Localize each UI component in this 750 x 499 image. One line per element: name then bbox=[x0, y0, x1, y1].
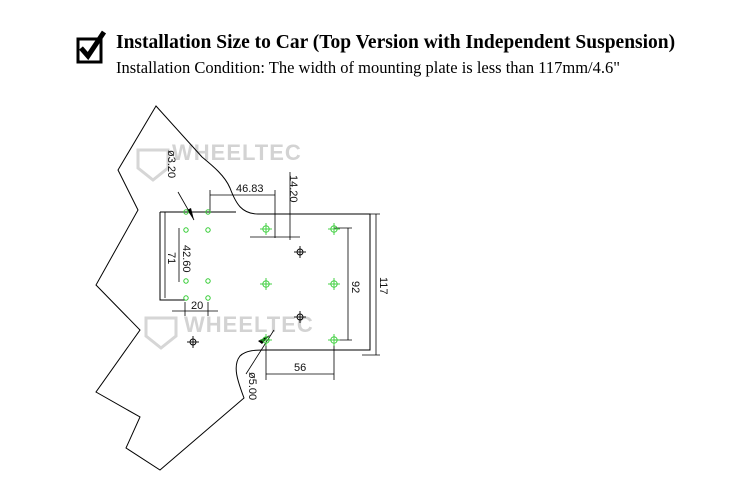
dim-hole-small: ø3.20 bbox=[165, 150, 177, 178]
watermark-bottom: WHEELTEC bbox=[144, 312, 314, 350]
page-subtitle: Installation Condition: The width of mou… bbox=[116, 58, 620, 77]
page-title: Installation Size to Car (Top Version wi… bbox=[116, 32, 676, 53]
crosshair-holes bbox=[187, 223, 340, 348]
header: Installation Size to Car (Top Version wi… bbox=[72, 18, 742, 84]
dim-20: 20 bbox=[191, 300, 203, 312]
dim-46-83: 46.83 bbox=[236, 183, 264, 195]
svg-text:WHEELTEC: WHEELTEC bbox=[184, 312, 314, 337]
dim-117: 117 bbox=[377, 277, 389, 295]
dim-92: 92 bbox=[349, 281, 361, 293]
dim-56: 56 bbox=[294, 362, 306, 374]
checkbox-checked-icon bbox=[76, 30, 106, 64]
dim-71: 71 bbox=[165, 252, 177, 264]
plate-edge bbox=[159, 212, 185, 301]
dim-14-20: 14.20 bbox=[287, 175, 299, 203]
svg-text:WHEELTEC: WHEELTEC bbox=[172, 140, 302, 165]
watermark-top: WHEELTEC bbox=[136, 140, 302, 182]
dimension-lines bbox=[164, 172, 380, 380]
chassis-outline bbox=[95, 105, 371, 471]
dim-hole-large: ø5.00 bbox=[246, 372, 258, 400]
dim-42-60: 42.60 bbox=[180, 245, 192, 273]
mounting-holes bbox=[183, 209, 211, 301]
